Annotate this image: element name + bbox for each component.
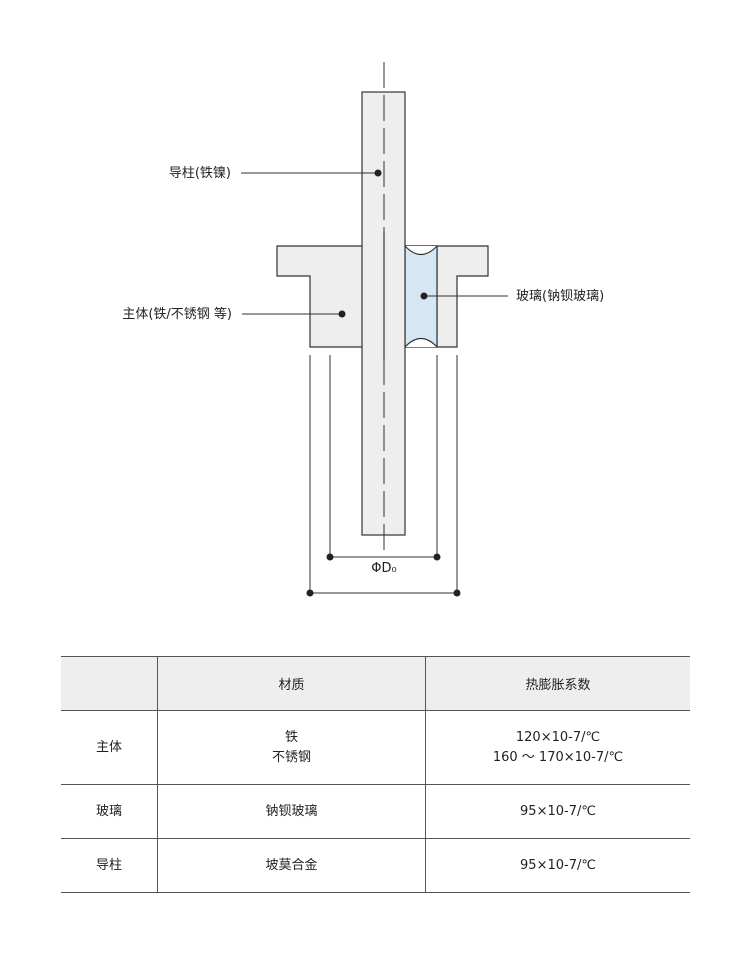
glass-meniscus-bottom: [404, 337, 438, 348]
cell-part: 玻璃: [61, 784, 158, 839]
coefficient-line: 120×10-7/℃: [515, 729, 601, 745]
table-row: 玻璃 钠钡玻璃 95×10-7/℃: [61, 784, 690, 839]
label-glass: 玻璃(钠钡玻璃): [516, 289, 604, 304]
cell-coefficient: 95×10-7/℃: [425, 784, 690, 839]
cell-part: 导柱: [61, 838, 158, 893]
table-row: 主体 铁 不锈钢 120×10-7/℃ 160 ～ 170×10-7/℃: [61, 710, 690, 785]
leader-dot: [374, 169, 382, 177]
coefficient-line: 160 ～ 170×10-7/℃: [492, 749, 624, 765]
dimension-dot: [326, 553, 334, 561]
material-line: 不锈钢: [271, 749, 311, 765]
label-guide-pin: 导柱(铁镍): [169, 166, 231, 181]
cell-material: 坡莫合金: [157, 838, 426, 893]
label-body: 主体(铁/不锈钢 等): [122, 306, 232, 322]
glass-meniscus-top: [404, 245, 438, 256]
header-cell-material: 材质: [157, 656, 426, 711]
hermetic-seal-diagram: ΦD₀ 导柱(铁镍) 主体(铁/不锈钢 等) 玻璃(钠钡玻璃): [122, 62, 604, 597]
table-header-row: 材质 热膨胀系数: [61, 656, 690, 711]
material-line: 铁: [284, 729, 298, 745]
cell-material: 铁 不锈钢: [157, 710, 426, 785]
cell-material: 钠钡玻璃: [157, 784, 426, 839]
header-cell-part: [61, 656, 158, 711]
dimension-dot: [453, 589, 461, 597]
table-row: 导柱 坡莫合金 95×10-7/℃: [61, 838, 690, 893]
cell-part: 主体: [61, 710, 158, 785]
material-spec-table: 材质 热膨胀系数 主体 铁 不锈钢 120×10-7/℃ 160 ～ 170×1…: [61, 656, 690, 893]
dimension-label: ΦD₀: [371, 561, 396, 576]
leader-dot: [338, 310, 346, 318]
cell-coefficient: 120×10-7/℃ 160 ～ 170×10-7/℃: [425, 710, 690, 785]
leader-dot: [420, 292, 428, 300]
dimension-dot: [433, 553, 441, 561]
header-cell-coefficient: 热膨胀系数: [425, 656, 690, 711]
dimension-dot: [306, 589, 314, 597]
cell-coefficient: 95×10-7/℃: [425, 838, 690, 893]
